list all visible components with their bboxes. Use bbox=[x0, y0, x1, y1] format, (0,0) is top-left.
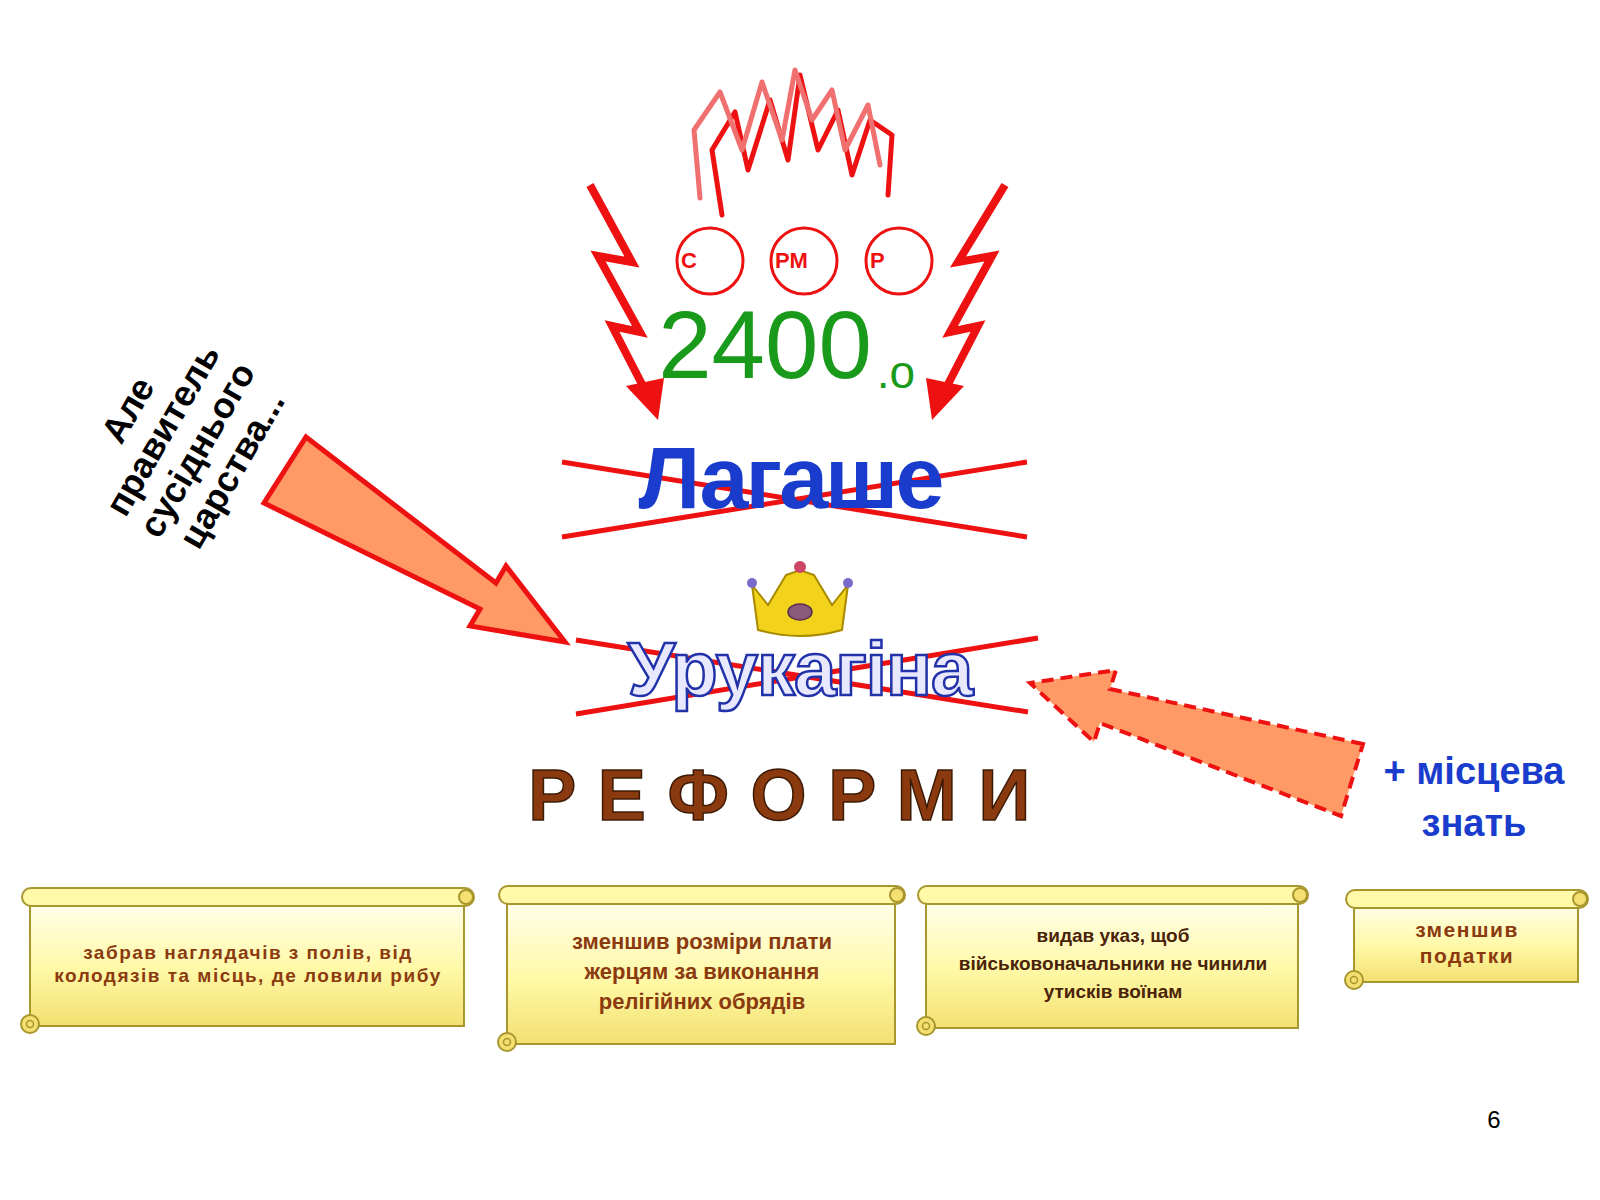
text-holder: видав указ, щоб військовоначальники не ч… bbox=[948, 922, 1278, 1006]
scroll-curl bbox=[1293, 888, 1307, 902]
scroll-body bbox=[1354, 900, 1578, 982]
circle-text: Р bbox=[870, 248, 885, 274]
block-arrow bbox=[264, 437, 565, 642]
text-holder: Р bbox=[870, 248, 885, 274]
scroll-box: видав указ, щоб військовоначальники не ч… bbox=[914, 884, 1312, 1038]
crown-jewel bbox=[843, 578, 853, 588]
scroll-roll bbox=[1346, 890, 1588, 908]
scroll-curl bbox=[459, 890, 473, 904]
text-holder: зменшив податки bbox=[1372, 917, 1562, 969]
scroll-text: забрав наглядачів з полів, від колодязів… bbox=[48, 941, 448, 987]
scroll-text: зменшив розміри плати жерцям за виконанн… bbox=[532, 927, 872, 1017]
scroll-roll bbox=[499, 886, 905, 904]
scroll-box: забрав наглядачів з полів, від колодязів… bbox=[18, 886, 478, 1036]
text-holder: забрав наглядачів з полів, від колодязів… bbox=[48, 941, 448, 987]
scroll-roll bbox=[918, 886, 1308, 904]
scroll-body bbox=[30, 898, 464, 1026]
lightning-arrow bbox=[590, 185, 646, 392]
scroll-text: зменшив податки bbox=[1372, 917, 1562, 969]
circle-outline bbox=[866, 228, 932, 294]
scroll-body bbox=[926, 896, 1298, 1028]
scroll-curl bbox=[504, 1039, 511, 1046]
ruler-name: Урукагіна bbox=[628, 625, 972, 712]
text-holder: зменшив розміри плати жерцям за виконанн… bbox=[532, 927, 872, 1017]
year-suffix: .о bbox=[877, 345, 915, 399]
crown-jewel bbox=[747, 578, 757, 588]
scroll-curl bbox=[27, 1021, 34, 1028]
scroll-body bbox=[507, 896, 895, 1044]
crown-jewel bbox=[794, 561, 806, 573]
year: 2400 bbox=[658, 290, 872, 400]
text-holder: С bbox=[681, 248, 697, 274]
scroll-roll bbox=[22, 888, 474, 906]
scroll-box: зменшив розміри плати жерцям за виконанн… bbox=[495, 884, 909, 1054]
lightning-arrow bbox=[944, 185, 1005, 392]
circle-outline bbox=[771, 228, 837, 294]
crown-jewel bbox=[788, 604, 812, 620]
circle-node: Р bbox=[864, 226, 934, 296]
flame bbox=[694, 70, 892, 215]
text-holder: РМ bbox=[775, 248, 808, 274]
circle-text: С bbox=[681, 248, 697, 274]
city-name: Лагаше bbox=[639, 427, 942, 529]
scroll-curl bbox=[923, 1023, 930, 1030]
flame-stroke bbox=[694, 70, 880, 198]
scroll-curl bbox=[1345, 971, 1363, 989]
scroll-curl bbox=[917, 1017, 935, 1035]
circle-text: РМ bbox=[775, 248, 808, 274]
page-number: 6 bbox=[1487, 1106, 1500, 1134]
circle-node: РМ bbox=[769, 226, 839, 296]
scroll-curl bbox=[890, 888, 904, 902]
scroll-curl bbox=[21, 1015, 39, 1033]
section-title: РЕФОРМИ bbox=[528, 754, 1052, 836]
circle-node: С bbox=[675, 226, 745, 296]
scroll-curl bbox=[1351, 977, 1358, 984]
scroll-box: зменшив податки bbox=[1342, 888, 1592, 992]
arrowhead bbox=[926, 378, 964, 420]
scroll-curl bbox=[1573, 892, 1587, 906]
scroll-text: видав указ, щоб військовоначальники не ч… bbox=[948, 922, 1278, 1006]
scroll-curl bbox=[498, 1033, 516, 1051]
crown bbox=[747, 561, 853, 636]
rotated-note: Але правитель сусіднього царства... bbox=[51, 296, 310, 584]
circle-outline bbox=[677, 228, 743, 294]
block-arrow-dashed bbox=[1030, 670, 1363, 816]
side-note: + місцева знать bbox=[1359, 745, 1589, 849]
